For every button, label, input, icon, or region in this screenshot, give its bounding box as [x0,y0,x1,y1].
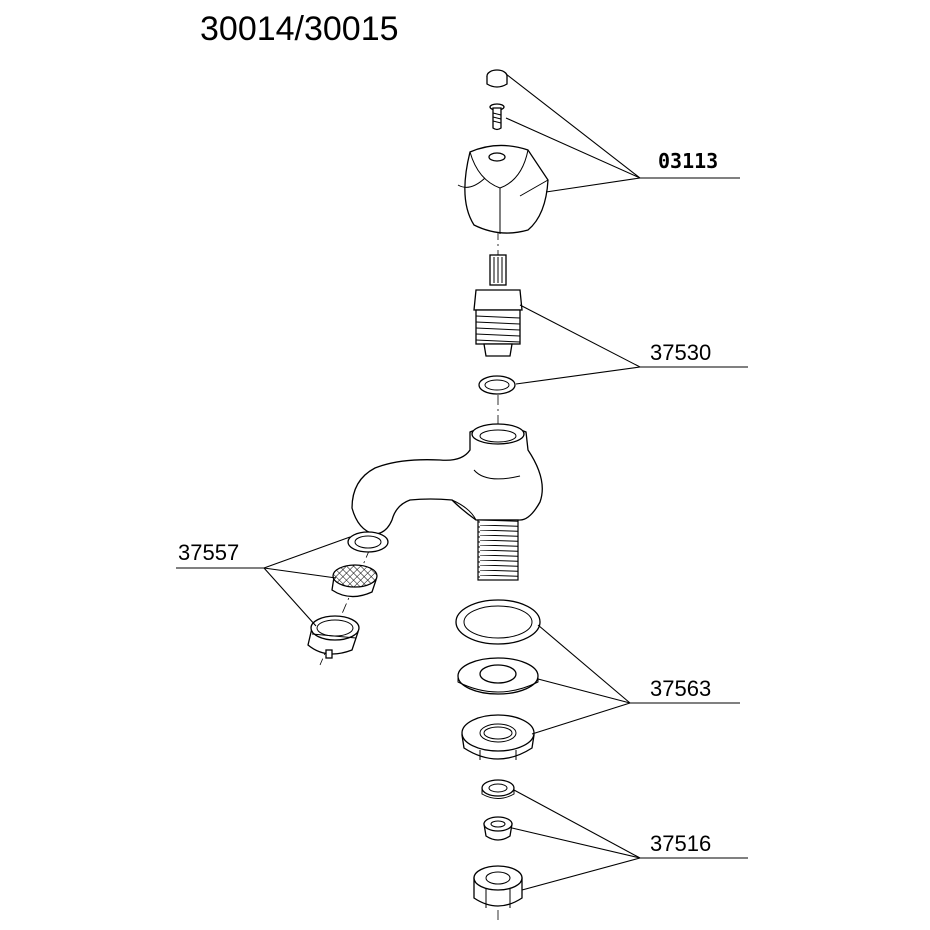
mounting-nut [461,714,535,760]
leader-03113 [505,73,740,193]
leader-37557 [176,536,351,627]
handle-screw [489,103,505,131]
aerator-housing [307,615,360,659]
leader-37530 [515,304,748,385]
mounting-washer [457,657,539,695]
connector-washer [481,779,515,799]
connector-olive [483,816,513,841]
leader-37563 [531,624,740,735]
handle-assembly [457,69,549,234]
diagram-title: 30014/30015 [200,10,399,48]
part-label-37557: 37557 [178,540,239,565]
leader-37516 [511,789,748,891]
part-label-03113: 03113 [658,149,718,173]
handle-knob [457,144,549,234]
part-label-37516: 37516 [650,831,711,856]
aerator-washer [347,531,389,553]
aerator-insert [331,564,378,598]
mounting-gasket [455,599,541,645]
tap-body [351,423,543,581]
valve-cartridge [473,254,523,357]
aerator-assembly [307,531,389,659]
part-label-37530: 37530 [650,340,711,365]
part-label-37563: 37563 [650,676,711,701]
connector-nut [473,865,523,908]
cartridge-washer [478,375,516,395]
